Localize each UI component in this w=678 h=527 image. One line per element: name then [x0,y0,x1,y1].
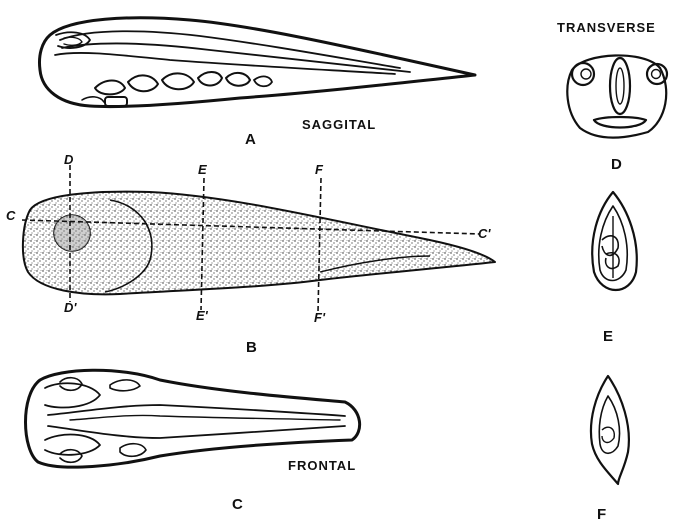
figure-letter-e: E [603,328,613,345]
figure-letter-d: D [611,156,622,173]
figure-letter-a: A [245,131,256,148]
plane-label-e-top: E [198,162,207,177]
saggital-label: SAGGITAL [302,117,376,132]
saggital-section-drawing [39,18,475,107]
plane-label-f-bottom: F' [314,310,325,325]
transverse-label: TRANSVERSE [557,20,656,35]
frontal-label: FRONTAL [288,458,356,473]
transverse-section-d [567,55,667,137]
transverse-section-e [592,192,637,290]
plane-label-c-right: C' [478,226,490,241]
figure-letter-c: C [232,496,243,513]
frontal-section-drawing [26,370,360,467]
transverse-section-f [591,376,629,484]
plane-label-d-top: D [64,152,73,167]
lateral-view-drawing [23,192,495,295]
plane-label-f-top: F [315,162,323,177]
plane-label-c-left: C [6,208,15,223]
plane-label-d-bottom: D' [64,300,76,315]
figure-letter-f: F [597,506,606,523]
figure-letter-b: B [246,339,257,356]
plane-label-e-bottom: E' [196,308,208,323]
